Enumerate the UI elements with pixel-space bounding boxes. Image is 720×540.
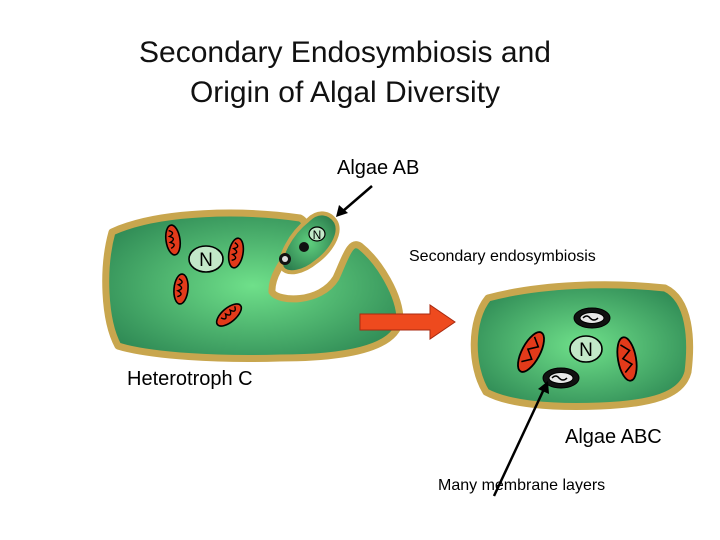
transition-arrow-icon bbox=[359, 304, 456, 340]
host-nucleus bbox=[188, 245, 224, 273]
title-line-1: Secondary Endosymbiosis and bbox=[139, 36, 551, 69]
algae-abc-cell: N bbox=[470, 281, 694, 410]
chloroplast-icon bbox=[573, 307, 611, 329]
membrane-layers-pointer-arrow bbox=[492, 388, 546, 497]
heterotroph-cell-body bbox=[102, 209, 404, 362]
heterotroph-cell: N bbox=[102, 209, 404, 362]
algae-ab-nucleus-label: N bbox=[313, 228, 322, 242]
heterotroph-c-label: Heterotroph C bbox=[127, 368, 253, 390]
algae-ab-plastid-icon bbox=[299, 242, 309, 252]
secondary-endosymbiosis-label: Secondary endosymbiosis bbox=[409, 248, 596, 265]
algae-ab-label: Algae AB bbox=[337, 157, 420, 179]
algae-ab-nucleus bbox=[308, 226, 326, 242]
host-nucleus-label: N bbox=[199, 250, 213, 271]
algae-abc-nucleus-label: N bbox=[579, 340, 593, 361]
many-membrane-layers-label: Many membrane layers bbox=[438, 477, 606, 494]
title-line-2: Origin of Algal Diversity bbox=[189, 76, 501, 109]
algae-abc-label: Algae ABC bbox=[565, 426, 662, 448]
membrane-layers-pointer-arrowhead bbox=[538, 381, 549, 394]
algae-abc-nucleus bbox=[569, 335, 603, 363]
algae-ab-cell: N bbox=[279, 211, 340, 275]
algae-ab-pointer-arrowhead bbox=[336, 205, 348, 217]
chloroplast-icon bbox=[542, 367, 580, 389]
algae-ab-pointer-arrow bbox=[342, 185, 373, 212]
